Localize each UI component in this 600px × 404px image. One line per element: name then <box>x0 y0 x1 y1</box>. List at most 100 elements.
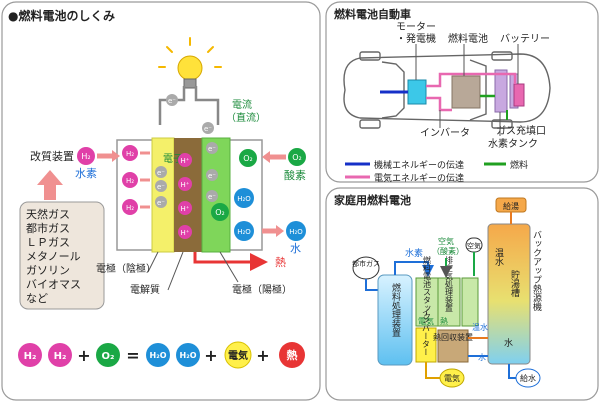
fc-heat-label: 熱 <box>440 316 448 326</box>
heat-arrow <box>193 252 268 271</box>
svg-text:H⁺: H⁺ <box>181 229 190 237</box>
electrolyte-leader <box>167 251 184 291</box>
fuel-item-0: 天然ガス <box>26 207 70 221</box>
heat-recovery <box>437 329 469 363</box>
car-elec-line-1 <box>426 72 517 88</box>
car-fuel-cell-box <box>451 75 481 109</box>
svg-text:e⁻: e⁻ <box>208 193 216 201</box>
exhaust-unit <box>437 277 461 327</box>
electricity-label: 電気 <box>444 373 460 383</box>
car-h2-tank-box <box>494 69 508 113</box>
fuel-item-3: メタノール <box>26 250 81 263</box>
eq-heat <box>279 342 305 368</box>
electrons-cathode: e⁻ e⁻ e⁻ <box>155 166 167 208</box>
fuels-box <box>19 201 105 310</box>
exhaust-unit-label: 排空気処理装置 <box>445 255 454 312</box>
left-panel: ●燃料電池のしくみ e⁻ e⁻ 電流 （直流） 電子 H₂ H₂ <box>1 1 321 401</box>
svg-text:H⁺: H⁺ <box>181 157 190 165</box>
legend-mech-label: 機械エネルギーの伝達 <box>374 159 464 171</box>
eq-equals: = <box>126 346 139 365</box>
electrons-anode: e⁻ e⁻ e⁻ <box>206 142 218 202</box>
electricity-node <box>439 368 465 388</box>
hot-water-out-label: 給湯 <box>503 201 519 211</box>
current-label: 電流 <box>232 98 252 111</box>
electron-label: 電子 <box>163 153 183 165</box>
svg-text:e⁻: e⁻ <box>157 183 165 191</box>
home-hydrogen-flow <box>394 261 434 277</box>
home-panel: 家庭用燃料電池 都市ガス 燃料処理装置 水素 燃料電池スタック 排空気処理装置 … <box>325 187 599 401</box>
eq-electricity <box>224 341 252 369</box>
car-panel-title: 燃料電池自動車 <box>333 7 411 21</box>
home-hydrogen-label: 水素 <box>405 247 423 259</box>
heat-recovery-label: 熱回収装置 <box>433 332 473 342</box>
svg-text:e⁻: e⁻ <box>157 169 165 177</box>
home-panel-title: 家庭用燃料電池 <box>334 193 411 207</box>
h2-flow-arrows <box>140 151 150 209</box>
o2-input-arrowhead <box>262 151 270 163</box>
o2-in-cell <box>211 203 229 221</box>
car-battery-box <box>513 83 525 107</box>
backup-label: バックアップ熱源機 <box>531 230 542 312</box>
electrolyte-label: 電解質 <box>130 283 160 296</box>
eq-o2-label: O₂ <box>102 351 115 362</box>
car-fuel-cell-label: 燃料電池 <box>448 32 488 45</box>
wire-electron-2-label: e⁻ <box>204 125 212 133</box>
o2-in-cell-label: O₂ <box>215 208 225 217</box>
cathode-label: 電極（陰極） <box>96 262 156 275</box>
air-oxygen-label-2: （酸素） <box>432 246 464 256</box>
hydrogen-ions: H⁺ H⁺ H⁺ H⁺ <box>178 153 192 239</box>
eq-plus-1: + <box>77 346 90 365</box>
car-motor-box <box>407 79 427 105</box>
h2-input-molecule <box>77 147 95 165</box>
car-gas-port-label: ガス充填口 <box>496 124 546 137</box>
water-label: 水 <box>290 242 301 255</box>
light-bulb-icon <box>158 37 222 89</box>
eq-h2o-2-label: H₂O <box>180 351 197 360</box>
car-motor-label-1: モーター <box>396 21 436 33</box>
car-h2-tank-label: 水素タンク <box>488 137 538 150</box>
eq-h2-1-label: H₂ <box>24 351 37 362</box>
h2-input-arrowhead <box>112 150 120 162</box>
fuel-item-4: ガソリン <box>26 264 70 277</box>
water-in-node <box>515 368 541 388</box>
eq-h2-2 <box>48 343 72 367</box>
air-oxygen-label-1: 空気 <box>438 236 454 246</box>
car-motor-label-2: ・発電機 <box>396 32 436 45</box>
h2o-output-molecule-label: H₂O <box>289 228 303 236</box>
city-gas-label: 都市ガス <box>352 259 380 268</box>
h2o-molecule-1 <box>234 188 254 208</box>
o2-molecule-inner-label: O₂ <box>243 154 253 163</box>
heat-label: 熱 <box>275 256 286 269</box>
water-out-arrowhead <box>276 225 284 237</box>
eq-h2o-1-label: H₂O <box>150 351 167 360</box>
electricity-flow <box>425 362 440 379</box>
equation: H₂ H₂ + O₂ = H₂O H₂O + 電気 + 熱 <box>18 341 305 369</box>
h2-molecules-left: H₂ H₂ H₂ <box>122 145 138 215</box>
eq-plus-2: + <box>204 346 217 365</box>
eq-h2o-1 <box>146 343 170 367</box>
svg-text:H₂: H₂ <box>126 204 134 212</box>
wire-electron-1 <box>166 94 178 106</box>
exhaust-unit-2 <box>461 277 479 327</box>
svg-text:e⁻: e⁻ <box>208 172 216 180</box>
fuel-item-2: ＬＰガス <box>26 236 70 249</box>
eq-h2-2-label: H₂ <box>54 351 67 362</box>
water-in-label: 給水 <box>520 373 536 383</box>
eq-plus-3: + <box>256 346 269 365</box>
o2-input-molecule <box>288 148 306 166</box>
eq-heat-label: 熱 <box>287 348 298 362</box>
tank-warm-water-label: 温水 <box>493 248 504 266</box>
car-elec-line-2 <box>426 96 452 112</box>
svg-text:H₂: H₂ <box>126 150 134 158</box>
fuel-up-arrow <box>37 170 63 200</box>
anode-leader <box>219 251 239 283</box>
eq-h2-1 <box>18 343 42 367</box>
anode-label: 電極（陽極） <box>232 283 292 296</box>
wire-electron-2 <box>202 122 214 134</box>
water-in-flow <box>508 364 518 379</box>
fc-stack-label: 燃料電池スタック <box>423 255 432 320</box>
tank-water-label: 水 <box>504 337 513 349</box>
wire-electron-1-label: e⁻ <box>168 97 176 105</box>
svg-text:H⁺: H⁺ <box>181 205 190 213</box>
